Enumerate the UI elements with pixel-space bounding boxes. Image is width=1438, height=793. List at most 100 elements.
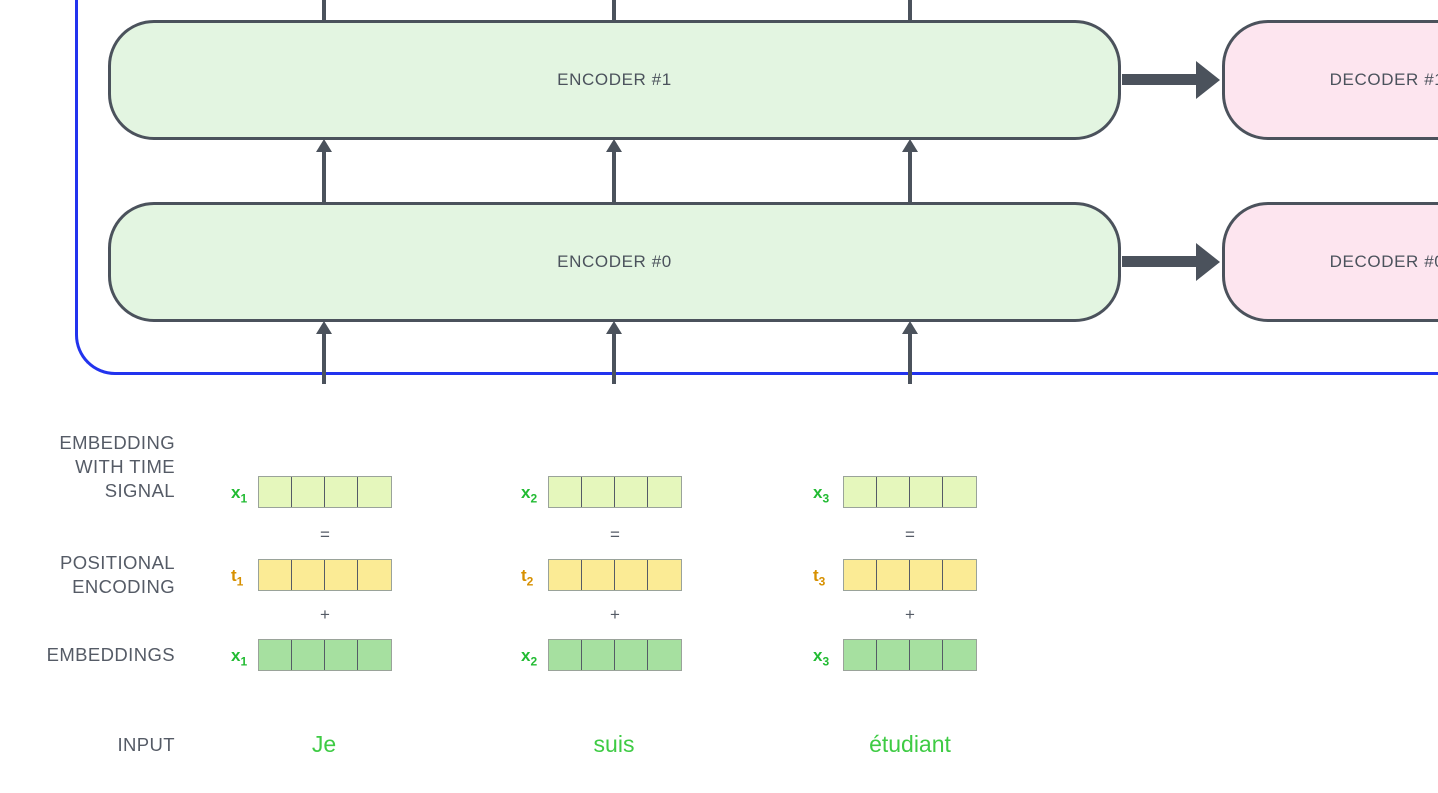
token-1-embedding-with-time-signal-vector	[258, 476, 392, 508]
token-2-t-letter: t	[521, 566, 527, 585]
decoder-block-1[interactable]: DECODER #1	[1222, 20, 1438, 140]
token-1-x-letter-bottom: x	[231, 646, 241, 665]
token-2-t-sub: 2	[526, 574, 534, 589]
vector-cell	[325, 560, 358, 590]
vector-cell	[910, 560, 943, 590]
legend-embedding-with-time-signal: EMBEDDING WITH TIME SIGNAL	[0, 431, 175, 503]
vector-cell	[648, 560, 681, 590]
input-to-encoder0-arrow-1	[322, 332, 326, 384]
legend-line-1: EMBEDDING	[59, 432, 175, 453]
token-1-x-label-bottom: x1	[231, 647, 247, 667]
token-1-t-label: t1	[231, 567, 243, 587]
token-1-embedding-vector	[258, 639, 392, 671]
token-3-plus-operator: +	[905, 605, 915, 624]
legend-line-1: INPUT	[117, 734, 175, 755]
input-to-encoder0-arrow-3	[908, 332, 912, 384]
vector-cell	[943, 560, 976, 590]
input-token-3: étudiant	[869, 731, 951, 757]
vector-cell	[259, 560, 292, 590]
vector-cell	[582, 477, 615, 507]
legend-input: INPUT	[0, 733, 175, 757]
decoder-block-0[interactable]: DECODER #0	[1222, 202, 1438, 322]
encoder1-input-stem-2	[612, 0, 616, 22]
legend-line-3: SIGNAL	[104, 480, 175, 501]
vector-cell	[549, 477, 582, 507]
token-2-t-label: t2	[521, 567, 533, 587]
vector-cell	[292, 477, 325, 507]
token-1-x-sub-top: 1	[240, 491, 248, 506]
token-3-x-label-bottom: x3	[813, 647, 829, 667]
vector-cell	[910, 640, 943, 670]
token-2-positional-encoding-vector	[548, 559, 682, 591]
encoder1-input-stem-1	[322, 0, 326, 22]
token-2-x-letter-bottom: x	[521, 646, 531, 665]
token-1-x-letter-top: x	[231, 483, 241, 502]
token-1-t-letter: t	[231, 566, 237, 585]
token-1-equals-operator: =	[320, 525, 330, 544]
input-token-1: Je	[311, 731, 337, 757]
token-3-embedding-with-time-signal-vector	[843, 476, 977, 508]
token-3-x-letter-top: x	[813, 483, 823, 502]
vector-cell	[358, 640, 391, 670]
input-token-2: suis	[593, 731, 635, 757]
vector-cell	[844, 560, 877, 590]
legend-embeddings: EMBEDDINGS	[0, 643, 175, 667]
token-3-t-label: t3	[813, 567, 825, 587]
vector-cell	[844, 640, 877, 670]
encoder0-to-decoder0-arrow	[1122, 256, 1198, 267]
vector-cell	[648, 477, 681, 507]
vector-cell	[358, 560, 391, 590]
token-2-equals-operator: =	[610, 525, 620, 544]
decoder-0-label: DECODER #0	[1329, 252, 1438, 271]
encoder0-to-encoder1-arrow-2	[612, 150, 616, 202]
token-2-x-sub-top: 2	[530, 491, 538, 506]
token-3-t-letter: t	[813, 566, 819, 585]
vector-cell	[943, 640, 976, 670]
encoder-block-0[interactable]: ENCODER #0	[108, 202, 1121, 322]
vector-cell	[877, 477, 910, 507]
legend-positional-encoding: POSITIONAL ENCODING	[0, 551, 175, 599]
encoder-1-label: ENCODER #1	[557, 70, 672, 89]
decoder-1-label: DECODER #1	[1329, 70, 1438, 89]
encoder-block-1[interactable]: ENCODER #1	[108, 20, 1121, 140]
encoder1-input-stem-3	[908, 0, 912, 22]
legend-line-2: WITH TIME	[75, 456, 175, 477]
token-2-x-label-bottom: x2	[521, 647, 537, 667]
token-1-t-sub: 1	[236, 574, 244, 589]
vector-cell	[910, 477, 943, 507]
token-3-x-sub-top: 3	[822, 491, 830, 506]
token-2-embedding-vector	[548, 639, 682, 671]
token-1-plus-operator: +	[320, 605, 330, 624]
vector-cell	[259, 640, 292, 670]
token-3-embedding-vector	[843, 639, 977, 671]
encoder-0-label: ENCODER #0	[557, 252, 672, 271]
vector-cell	[615, 560, 648, 590]
token-1-positional-encoding-vector	[258, 559, 392, 591]
vector-cell	[259, 477, 292, 507]
vector-cell	[615, 640, 648, 670]
vector-cell	[325, 477, 358, 507]
vector-cell	[292, 560, 325, 590]
token-1-x-sub-bottom: 1	[240, 654, 248, 669]
encoder0-to-encoder1-arrow-1	[322, 150, 326, 202]
vector-cell	[549, 560, 582, 590]
token-2-x-letter-top: x	[521, 483, 531, 502]
token-3-positional-encoding-vector	[843, 559, 977, 591]
token-3-equals-operator: =	[905, 525, 915, 544]
legend-line-2: ENCODING	[72, 576, 175, 597]
input-to-encoder0-arrow-2	[612, 332, 616, 384]
vector-cell	[292, 640, 325, 670]
token-3-x-letter-bottom: x	[813, 646, 823, 665]
vector-cell	[844, 477, 877, 507]
vector-cell	[582, 560, 615, 590]
vector-cell	[648, 640, 681, 670]
token-2-embedding-with-time-signal-vector	[548, 476, 682, 508]
vector-cell	[582, 640, 615, 670]
legend-line-1: EMBEDDINGS	[46, 644, 175, 665]
vector-cell	[325, 640, 358, 670]
vector-cell	[549, 640, 582, 670]
token-2-x-label-top: x2	[521, 484, 537, 504]
token-3-t-sub: 3	[818, 574, 826, 589]
vector-cell	[358, 477, 391, 507]
